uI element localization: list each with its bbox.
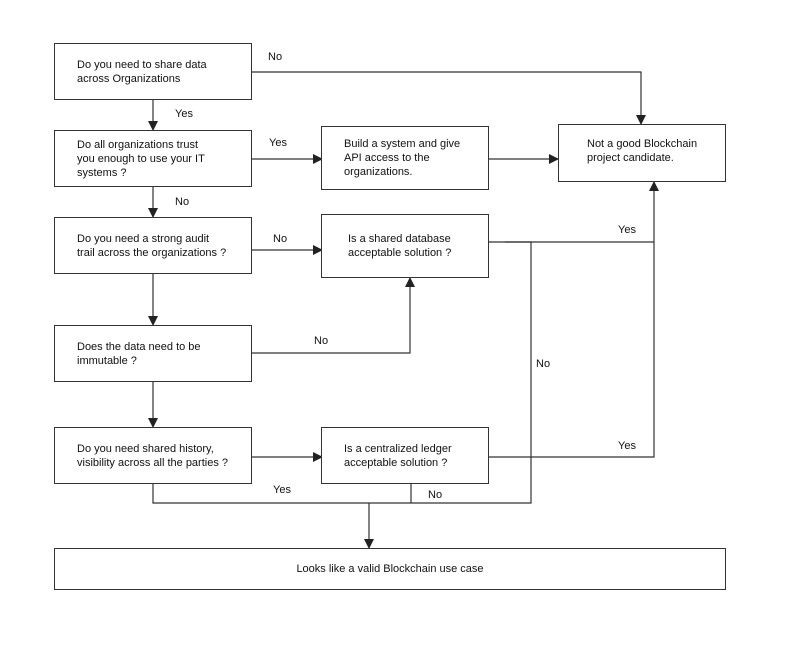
question-shared-history: Do you need shared history, visibility a… — [54, 427, 252, 484]
label-immutable-no: No — [314, 335, 329, 347]
question-audit-trail: Do you need a strong audit trail across … — [54, 217, 252, 274]
question-shared-database: Is a shared database acceptable solution… — [321, 214, 489, 278]
label-trust-no: No — [175, 196, 190, 208]
label-shared-db-no: No — [536, 358, 551, 370]
question-immutable: Does the data need to be immutable ? — [54, 325, 252, 382]
label-share-no: No — [268, 51, 283, 63]
label-ledger-yes: Yes — [618, 440, 636, 452]
outcome-valid-use-case: Looks like a valid Blockchain use case — [54, 548, 726, 590]
question-centralized-ledger: Is a centralized ledger acceptable solut… — [321, 427, 489, 484]
label-ledger-no: No — [428, 489, 443, 501]
edge-ledger-yes — [489, 242, 655, 458]
question-trust: Do all organizations trust you enough to… — [54, 130, 252, 187]
label-trust-yes: Yes — [269, 137, 287, 149]
label-history-yes: Yes — [273, 484, 291, 496]
edge-immutable-no — [251, 277, 415, 354]
question-share-data: Do you need to share data across Organiz… — [54, 43, 252, 100]
label-share-yes: Yes — [175, 108, 193, 120]
edge-shared-db-no — [411, 241, 532, 504]
action-build-system: Build a system and give API access to th… — [321, 126, 489, 190]
edge-history-yes — [152, 484, 411, 504]
label-shared-db-yes: Yes — [618, 224, 636, 236]
label-audit-no: No — [273, 233, 288, 245]
edge-share-no — [251, 71, 646, 125]
outcome-not-good-candidate: Not a good Blockchain project candidate. — [558, 124, 726, 182]
